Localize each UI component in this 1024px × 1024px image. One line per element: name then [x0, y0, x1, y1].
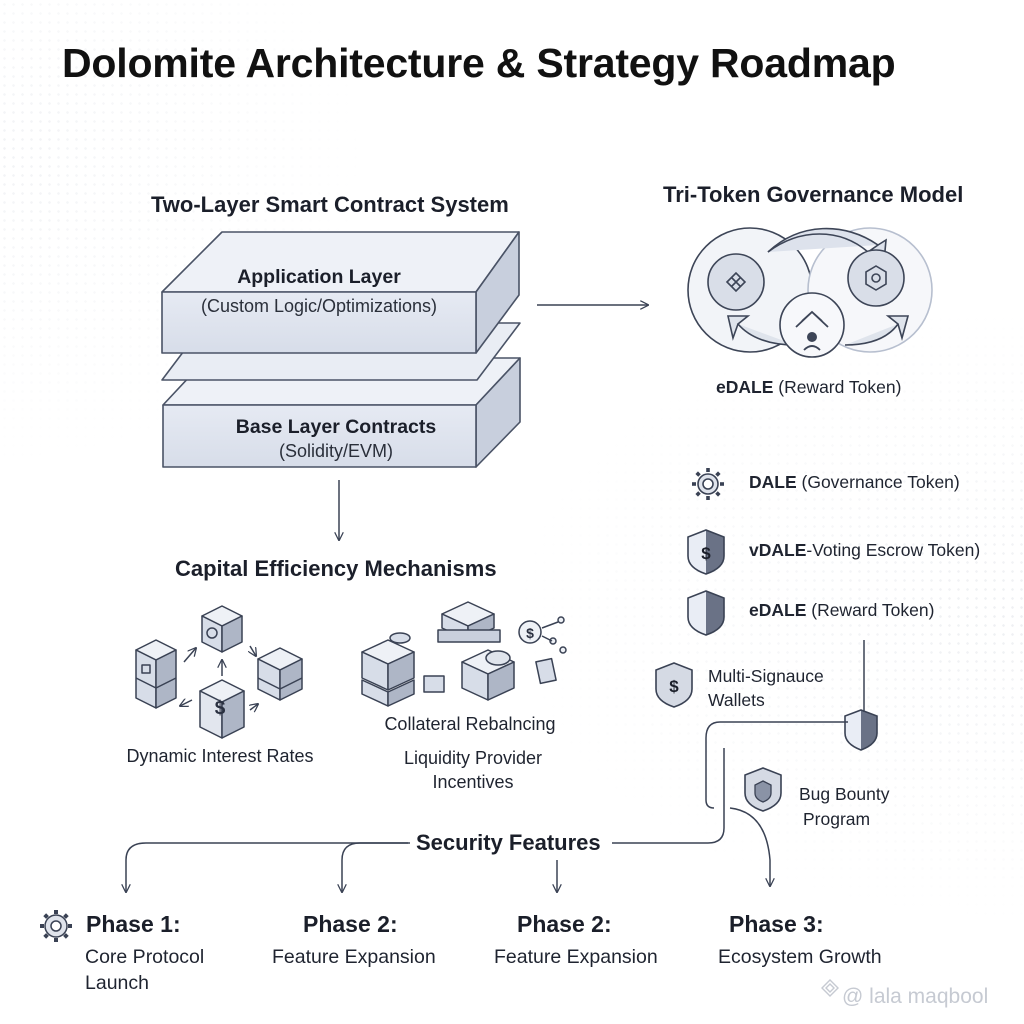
token-item-vdale: vDALE-Voting Escrow Token) — [749, 540, 980, 561]
multisig-label-line2: Wallets — [708, 690, 765, 710]
phase1-gear-graphic — [40, 910, 72, 942]
multisig-shield-graphic — [655, 662, 693, 708]
token-item-vdale-bold: vDALE — [749, 540, 807, 560]
liquidity-label-line1: Liquidity Provider — [403, 748, 543, 768]
two-layer-heading: Two-Layer Smart Contract System — [151, 192, 509, 217]
dynamic-rates-label: Dynamic Interest Rates — [126, 746, 314, 766]
token-item-edale-rest: (Reward Token) — [806, 600, 935, 620]
token-item-dale-bold: DALE — [749, 472, 797, 492]
token-item-edale: eDALE (Reward Token) — [749, 600, 934, 621]
token-item-vdale-rest: -Voting Escrow Token) — [806, 540, 981, 560]
phase-2b-title: Phase 2: — [517, 911, 612, 937]
phase-2a-title: Phase 2: — [303, 911, 398, 937]
multisig-label-line1: Multi-Signauce — [708, 666, 824, 686]
phase-3-title: Phase 3: — [729, 911, 824, 937]
security-connectors — [126, 640, 865, 892]
tri-token-heading: Tri-Token Governance Model — [663, 182, 964, 207]
dollar-glyph-multisig: $ — [669, 677, 679, 696]
bug-bounty-line1: Bug Bounty — [799, 784, 890, 804]
token-item-dale-rest: (Governance Token) — [796, 472, 960, 492]
app-layer-subtitle: (Custom Logic/Optimizations) — [200, 296, 438, 316]
gear-icon-graphic — [692, 468, 724, 500]
security-heading: Security Features — [416, 830, 601, 855]
connector-shield-graphic — [844, 709, 878, 751]
phase-1-line2: Launch — [85, 972, 149, 994]
base-layer-title: Base Layer Contracts — [235, 416, 437, 438]
app-layer-front — [161, 291, 477, 354]
capital-heading: Capital Efficiency Mechanisms — [175, 556, 497, 581]
phase-1-title: Phase 1: — [86, 911, 181, 937]
tri-token-caption-bold: eDALE — [716, 377, 774, 397]
tri-token-caption-rest: (Reward Token) — [773, 377, 902, 397]
collateral-label: Collateral Rebalncing — [384, 714, 556, 734]
tri-token-cycle — [687, 227, 933, 358]
liquidity-label-line2: Incentives — [432, 772, 514, 792]
dollar-glyph-cube: $ — [215, 698, 226, 719]
base-layer-front — [162, 404, 477, 468]
dollar-glyph-coin: $ — [526, 625, 534, 641]
half-shield-graphic — [687, 590, 725, 636]
app-layer-title: Application Layer — [237, 266, 401, 288]
watermark: @ lala maqbool — [842, 985, 989, 1008]
token-item-edale-bold: eDALE — [749, 600, 807, 620]
token-icons — [655, 468, 878, 812]
tri-token-caption: eDALE (Reward Token) — [716, 377, 901, 398]
phase-3-line1: Ecosystem Growth — [718, 946, 882, 968]
phase-1-line1: Core Protocol — [85, 946, 205, 968]
collateral-illustration — [361, 601, 567, 707]
phase-2a-line1: Feature Expansion — [272, 946, 436, 968]
watermark-logo — [821, 979, 839, 997]
phase-2b-line1: Feature Expansion — [494, 946, 658, 968]
dollar-shield-graphic — [687, 529, 725, 575]
dynamic-rates-illustration — [135, 605, 303, 739]
two-layer-stack — [161, 231, 521, 468]
token-item-dale: DALE (Governance Token) — [749, 472, 960, 493]
dollar-glyph: $ — [701, 544, 711, 563]
page-title: Dolomite Architecture & Strategy Roadmap — [62, 40, 896, 86]
bug-bounty-line2: Program — [803, 809, 871, 829]
base-layer-subtitle: (Solidity/EVM) — [278, 441, 394, 461]
